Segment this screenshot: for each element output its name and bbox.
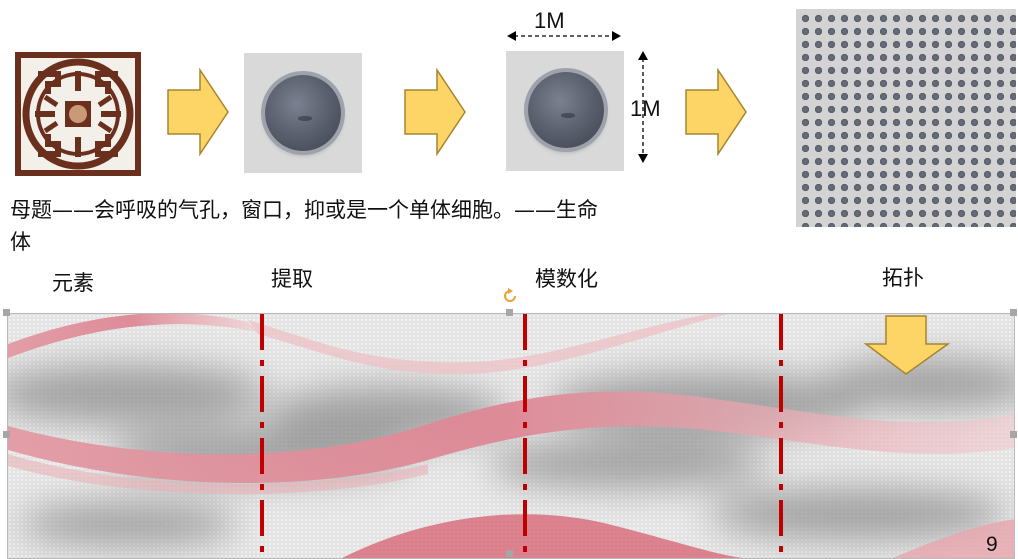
- stage-divider-line: [523, 314, 527, 558]
- arrow-down-icon: [863, 314, 951, 380]
- extracted-sphere-tile: [244, 53, 362, 173]
- caption-line-1: 母题——会呼吸的气孔，窗口，抑或是一个单体细胞。——生命: [10, 198, 598, 222]
- resize-handle-top-right[interactable]: [1010, 309, 1017, 316]
- arrow-right-icon: [403, 67, 467, 160]
- ribbon-graphic: [8, 314, 1014, 558]
- resize-handle-middle-right[interactable]: [1010, 431, 1017, 438]
- rotate-icon[interactable]: [501, 287, 519, 309]
- resize-handle-middle-left[interactable]: [3, 431, 10, 438]
- stage-divider-line: [779, 314, 783, 558]
- resize-handle-top-center[interactable]: [506, 309, 513, 316]
- ribbon-background-image[interactable]: [7, 313, 1015, 559]
- width-dimension-arrow: [506, 28, 622, 47]
- sphere-cell: [528, 72, 604, 148]
- carved-lattice-window-image: [15, 52, 141, 176]
- resize-handle-top-left[interactable]: [3, 309, 10, 316]
- sphere-cell: [265, 75, 341, 151]
- page-number: 9: [986, 533, 998, 556]
- arrow-right-icon: [166, 67, 230, 160]
- width-dimension-label: 1M: [534, 8, 565, 33]
- height-dimension-label: 1M: [630, 96, 661, 121]
- carved-window-graphic: [15, 52, 141, 176]
- arrow-right-icon: [684, 67, 748, 160]
- stage-divider-line: [260, 314, 264, 558]
- modular-sphere-tile: [506, 51, 624, 171]
- height-dimension-arrow: [636, 50, 650, 168]
- stage-label-extract: 提取: [271, 267, 313, 291]
- topology-sphere-array: [796, 9, 1016, 227]
- stage-label-element: 元素: [52, 271, 94, 295]
- stage-label-modularize: 模数化: [535, 267, 598, 291]
- stage-label-topology: 拓扑: [882, 266, 924, 290]
- resize-handle-bottom-center[interactable]: [506, 550, 513, 557]
- caption-line-2: 体: [10, 230, 31, 254]
